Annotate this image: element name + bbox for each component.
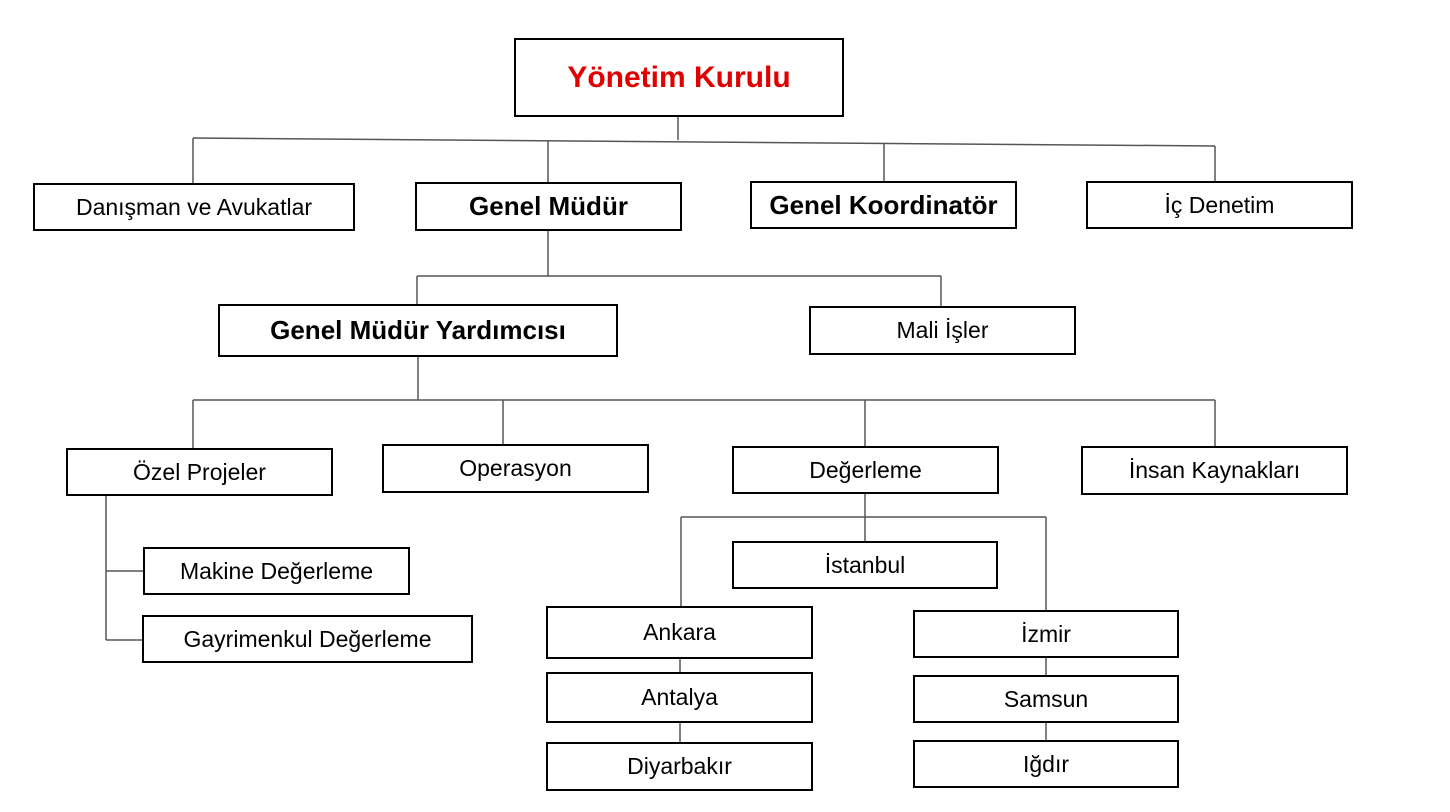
- node-deputy-general-manager: Genel Müdür Yardımcısı: [218, 304, 618, 357]
- node-ankara: Ankara: [546, 606, 813, 659]
- node-antalya: Antalya: [546, 672, 813, 723]
- node-valuation: Değerleme: [732, 446, 999, 494]
- node-finance: Mali İşler: [809, 306, 1076, 355]
- node-advisors: Danışman ve Avukatlar: [33, 183, 355, 231]
- node-special-projects: Özel Projeler: [66, 448, 333, 496]
- node-internal-audit: İç Denetim: [1086, 181, 1353, 229]
- node-istanbul: İstanbul: [732, 541, 998, 589]
- node-operations: Operasyon: [382, 444, 649, 493]
- node-izmir: İzmir: [913, 610, 1179, 658]
- node-machine-valuation: Makine Değerleme: [143, 547, 410, 595]
- node-board: Yönetim Kurulu: [514, 38, 844, 117]
- node-general-coordinator: Genel Koordinatör: [750, 181, 1017, 229]
- node-samsun: Samsun: [913, 675, 1179, 723]
- node-human-resources: İnsan Kaynakları: [1081, 446, 1348, 495]
- node-general-manager: Genel Müdür: [415, 182, 682, 231]
- node-diyarbakir: Diyarbakır: [546, 742, 813, 791]
- node-real-estate-valuation: Gayrimenkul Değerleme: [142, 615, 473, 663]
- node-igdir: Iğdır: [913, 740, 1179, 788]
